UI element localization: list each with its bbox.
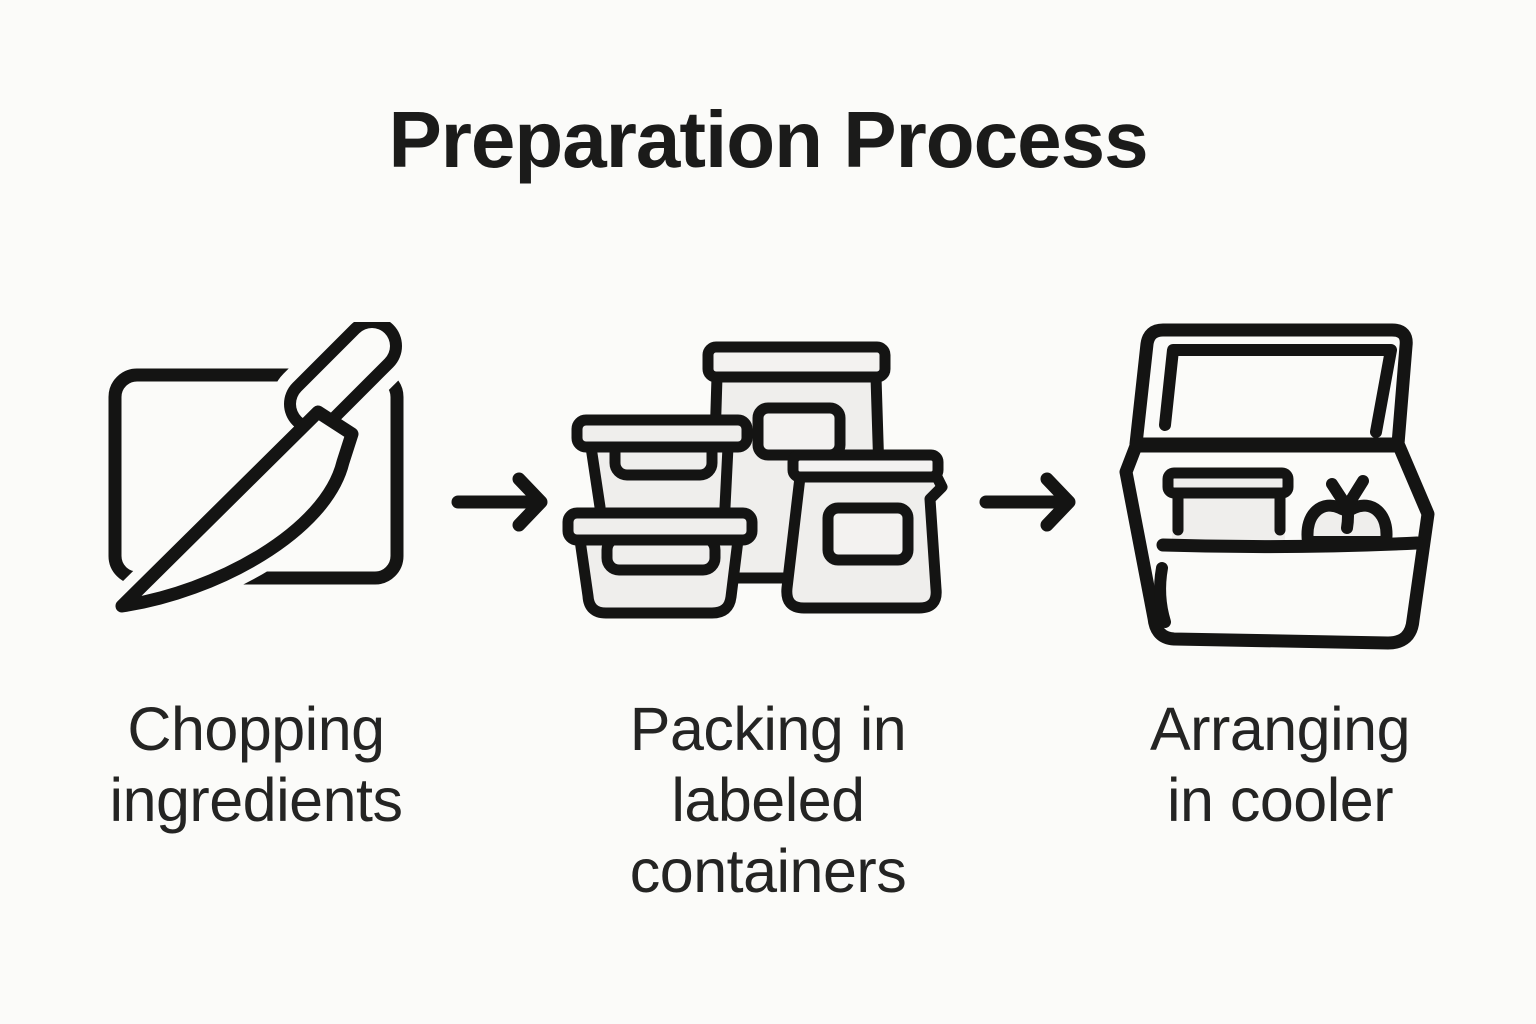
- bag-label: [752, 402, 846, 461]
- tomato: [1301, 475, 1393, 548]
- cooler-lid: [1129, 323, 1413, 451]
- cooler-container: [1162, 467, 1294, 540]
- food-containers-icon: [562, 341, 948, 619]
- cooler-icon: [1119, 323, 1435, 650]
- container-upper: [571, 414, 753, 519]
- right-arrow-icon: [979, 472, 1076, 532]
- cutting-board: [108, 368, 404, 585]
- step-label-chopping: Chopping ingredients: [109, 695, 403, 834]
- pouch-label: [822, 502, 914, 566]
- cutting-board-knife-icon: [105, 322, 415, 622]
- right-arrow-icon: [451, 472, 548, 532]
- storage-pouch-front: [781, 449, 948, 614]
- page-title: Preparation Process: [388, 95, 1148, 184]
- knife-blade: [115, 405, 359, 613]
- step-label-packing: Packing in labeled containers: [629, 695, 907, 905]
- container-lower: [562, 507, 758, 619]
- step-label-arranging: Arranging in cooler: [1150, 695, 1411, 834]
